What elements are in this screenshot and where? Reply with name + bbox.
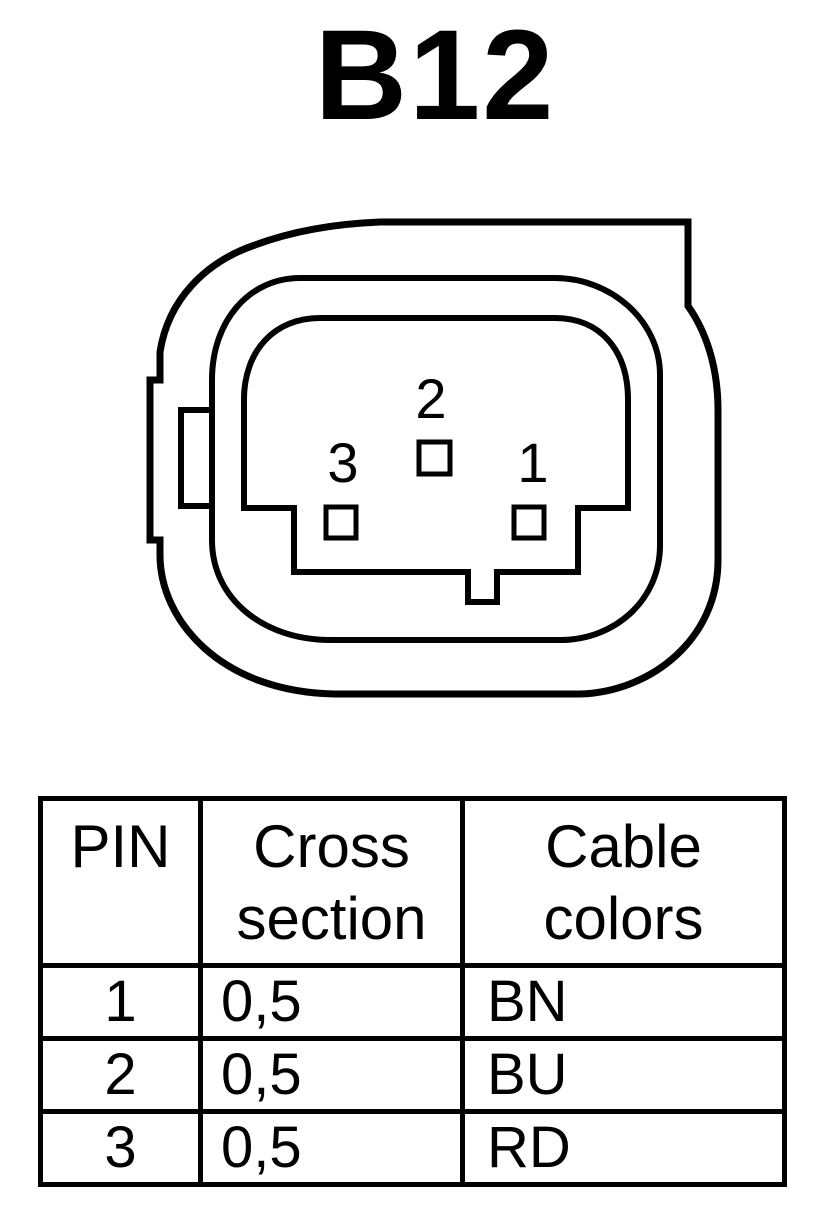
pin-1-label: 1 [517,431,548,494]
pin-1-contact [511,504,547,541]
connector-title: B12 [314,4,556,147]
table-row: 3 0,5 RD [38,1109,787,1187]
connector-face-diagram: 2 3 1 [146,218,722,698]
header-cross-section: Cross section [198,796,465,968]
pin-number-cell: 1 [38,963,203,1041]
cable-color-cell: RD [460,1109,787,1187]
header-cable-colors-line-1: Cable [545,813,702,880]
latch-tab [178,407,215,509]
cross-section-cell: 0,5 [198,1036,465,1114]
header-pin-label: PIN [70,813,171,880]
cross-section-cell: 0,5 [198,963,465,1041]
header-cable-colors: Cable colors [460,796,787,968]
cable-color-cell: BN [460,963,787,1041]
pin-2-contact [416,439,453,477]
header-cross-section-line-1: Cross [253,813,410,880]
table-row: 2 0,5 BU [38,1036,787,1114]
pin-cavity-outline [241,315,631,605]
connector-inner-ring [209,275,663,643]
pin-number-cell: 3 [38,1109,203,1187]
table-row: 1 0,5 BN [38,963,787,1041]
pin-assignment-table: PIN Cross section Cable colors 1 0,5 BN … [38,796,787,1187]
pin-3-contact [323,504,359,541]
header-cross-section-line-2: section [236,885,427,952]
pin-number-cell: 2 [38,1036,203,1114]
header-cable-colors-line-2: colors [543,885,704,952]
table-header-row: PIN Cross section Cable colors [38,796,787,968]
cable-color-cell: BU [460,1036,787,1114]
pin-2-label: 2 [415,367,446,430]
pin-3-label: 3 [327,431,358,494]
connector-outer-housing [146,218,722,698]
header-pin: PIN [38,796,203,968]
cross-section-cell: 0,5 [198,1109,465,1187]
